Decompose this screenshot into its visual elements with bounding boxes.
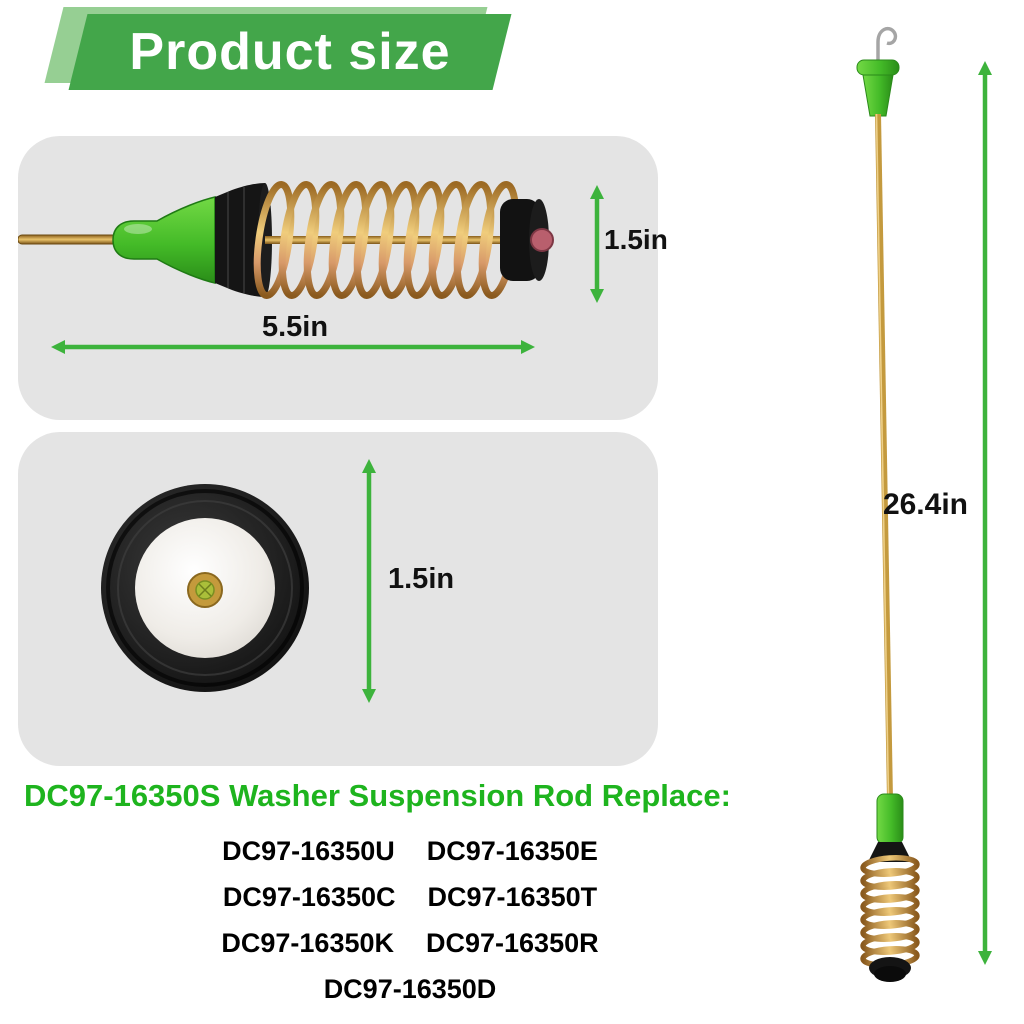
part-number-row: DC97-16350C DC97-16350T <box>118 882 702 913</box>
bottom-green-sleeve <box>876 793 904 845</box>
rod-length-arrow <box>978 61 992 965</box>
part-number: DC97-16350T <box>427 882 598 913</box>
suspension-spring <box>253 181 520 299</box>
product-size-banner: Product size <box>44 7 512 90</box>
rod-length-label: 26.4in <box>882 488 968 521</box>
length-dimension-arrow <box>51 340 535 354</box>
banner-title: Product size <box>129 23 451 81</box>
part-number: DC97-16350E <box>426 836 598 866</box>
part-number: DC97-16350R <box>426 928 599 959</box>
rod-full-view-graphic <box>856 26 920 982</box>
green-ball-joint-cap <box>112 196 216 284</box>
center-bolt <box>187 572 223 608</box>
part-number: DC97-16350D <box>323 974 497 1005</box>
replacement-heading: DC97-16350S Washer Suspension Rod Replac… <box>24 778 731 813</box>
rod-side-view-graphic <box>18 181 554 299</box>
part-number: DC97-16350U <box>222 836 395 866</box>
part-numbers-list: DC97-16350U DC97-16350E DC97-16350C DC97… <box>118 836 702 1020</box>
top-green-cap <box>856 59 900 117</box>
height-dimension-arrow <box>590 185 604 303</box>
top-hook <box>876 26 898 60</box>
height-dimension-label: 1.5in <box>604 224 668 255</box>
part-number: DC97-16350K <box>221 928 394 959</box>
black-cone <box>215 183 272 297</box>
part-number-row: DC97-16350D <box>118 974 702 1005</box>
black-end-cap <box>500 199 554 281</box>
rod-shaft-long <box>875 113 893 801</box>
bottom-end-cap <box>869 957 911 982</box>
end-view-panel <box>18 432 658 766</box>
part-number-row: DC97-16350U DC97-16350E <box>118 836 702 867</box>
rod-end-view-graphic <box>101 484 309 692</box>
bottom-spring <box>860 855 920 968</box>
diameter-dimension-arrow <box>362 459 376 703</box>
side-view-panel <box>18 136 658 420</box>
part-number: DC97-16350C <box>222 882 396 913</box>
length-dimension-label: 5.5in <box>261 311 329 343</box>
part-number-row: DC97-16350K DC97-16350R <box>118 928 702 959</box>
rod-shaft-middle <box>265 236 533 244</box>
diameter-dimension-label: 1.5in <box>388 563 455 595</box>
